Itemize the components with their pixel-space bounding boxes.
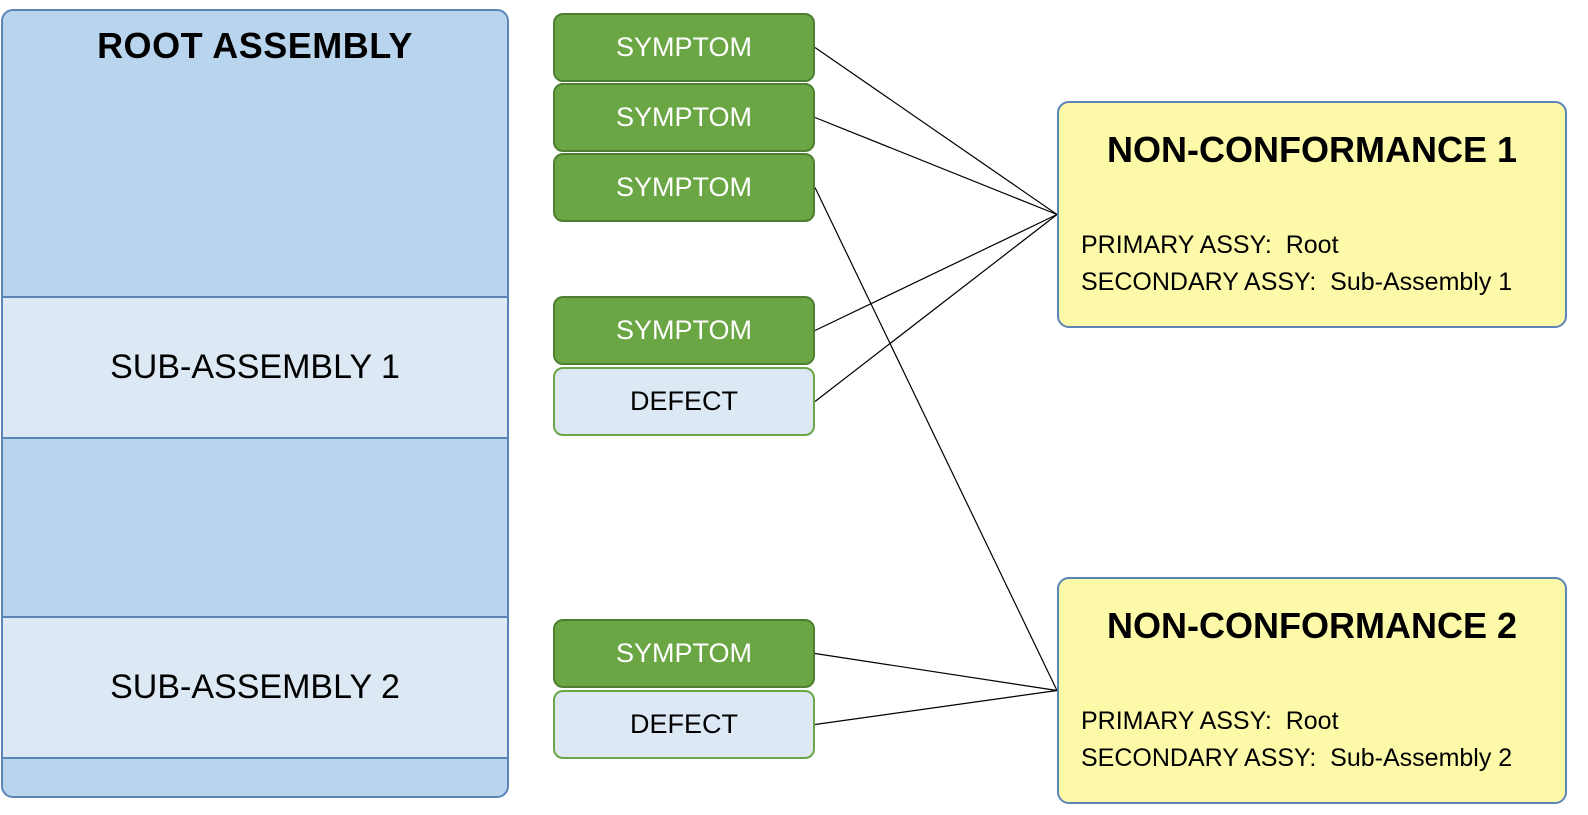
connector-line [814, 116, 1058, 216]
root-assembly: ROOT ASSEMBLY SUB-ASSEMBLY 1 SUB-ASSEMBL… [1, 9, 509, 798]
defect-node[interactable]: DEFECT [553, 690, 815, 759]
sub-assembly-2-label: SUB-ASSEMBLY 2 [110, 668, 400, 706]
sub-assembly-2: SUB-ASSEMBLY 2 [3, 616, 507, 759]
symptom-label: SYMPTOM [615, 172, 752, 202]
non-conformance-2-secondary: SECONDARY ASSY: Sub-Assembly 2 [1081, 744, 1513, 772]
sub-assembly-1: SUB-ASSEMBLY 1 [3, 296, 507, 439]
symptom-node[interactable]: SYMPTOM [553, 83, 815, 152]
symptom-node[interactable]: SYMPTOM [553, 13, 815, 82]
connector-line [814, 187, 1058, 691]
non-conformance-2-title: NON-CONFORMANCE 2 [1107, 605, 1517, 646]
symptom-label: SYMPTOM [615, 102, 752, 132]
non-conformance-2[interactable]: NON-CONFORMANCE 2 PRIMARY ASSY: Root SEC… [1057, 577, 1567, 804]
symptom-node[interactable]: SYMPTOM [553, 296, 815, 365]
non-conformance-1[interactable]: NON-CONFORMANCE 1 PRIMARY ASSY: Root SEC… [1057, 101, 1567, 328]
connector-line [814, 213, 1058, 332]
symptom-label: SYMPTOM [615, 638, 752, 668]
non-conformance-2-primary: PRIMARY ASSY: Root [1081, 707, 1339, 735]
defect-node[interactable]: DEFECT [553, 367, 815, 436]
symptom-label: SYMPTOM [615, 32, 752, 62]
non-conformance-1-secondary: SECONDARY ASSY: Sub-Assembly 1 [1081, 268, 1513, 296]
defect-label: DEFECT [630, 386, 738, 416]
connector-line [814, 652, 1058, 692]
non-conformance-1-title: NON-CONFORMANCE 1 [1107, 129, 1517, 170]
root-assembly-title: ROOT ASSEMBLY [97, 25, 413, 66]
connector-line [814, 47, 1058, 215]
symptom-node[interactable]: SYMPTOM [553, 619, 815, 688]
connector-line [814, 689, 1058, 726]
non-conformance-1-primary: PRIMARY ASSY: Root [1081, 231, 1339, 259]
symptom-label: SYMPTOM [615, 315, 752, 345]
sub-assembly-1-label: SUB-ASSEMBLY 1 [110, 348, 400, 386]
symptom-node[interactable]: SYMPTOM [553, 153, 815, 222]
connector-line [814, 214, 1058, 402]
defect-label: DEFECT [630, 709, 738, 739]
